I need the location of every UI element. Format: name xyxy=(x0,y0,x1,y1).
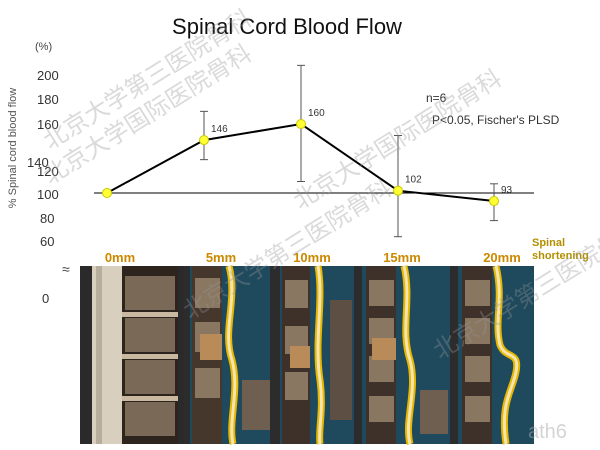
x-axis-title-line2: shortening xyxy=(532,250,589,262)
specimen-photo-5mm xyxy=(190,265,270,445)
chart-title: Spinal Cord Blood Flow xyxy=(172,14,402,39)
data-point xyxy=(489,196,499,207)
sample-size-note: n=6 xyxy=(426,91,447,105)
data-label: 146 xyxy=(211,124,228,135)
specimen-photos xyxy=(80,265,534,445)
y-tick-label: 160 xyxy=(37,117,59,132)
x-axis-title-line1: Spinal xyxy=(532,237,565,249)
category-label: 0mm xyxy=(105,250,135,265)
y-tick-label: 100 xyxy=(37,187,59,202)
data-point xyxy=(199,135,209,146)
axis-break-symbol: ≈ xyxy=(62,261,70,277)
data-point xyxy=(102,188,112,198)
data-point xyxy=(393,185,403,196)
category-label: 5mm xyxy=(206,250,236,265)
data-point xyxy=(296,119,306,129)
y-tick-label-zero: 0 xyxy=(42,291,49,306)
category-label: 10mm xyxy=(293,250,331,265)
plot-area: 146 160 102 93 xyxy=(94,64,534,238)
y-axis-unit: (%) xyxy=(35,41,52,53)
y-tick-label: 60 xyxy=(40,234,54,249)
y-tick-label: 200 xyxy=(37,68,59,83)
y-axis-ticks: 200 180 160 140 120 100 80 60 ≈ 0 xyxy=(27,68,70,306)
y-tick-label: 180 xyxy=(37,92,59,107)
specimen-photo-15mm xyxy=(362,265,450,445)
data-label: 160 xyxy=(308,108,325,119)
specimen-photo-0mm xyxy=(80,266,184,444)
category-label: 20mm xyxy=(483,250,521,265)
specimen-photo-20mm xyxy=(458,265,534,445)
specimen-photo-10mm xyxy=(280,265,354,445)
data-label: 93 xyxy=(501,185,513,196)
x-axis-title: Spinal shortening xyxy=(532,237,589,262)
y-axis-title: % Spinal cord blood flow xyxy=(7,88,19,209)
y-tick-label: 80 xyxy=(40,211,54,226)
data-label: 102 xyxy=(405,175,422,186)
category-label: 15mm xyxy=(383,250,421,265)
x-axis-categories: 0mm 5mm 10mm 15mm 20mm xyxy=(105,250,521,265)
significance-note: P<0.05, Fischer's PLSD xyxy=(432,113,560,127)
y-tick-label: 120 xyxy=(37,164,59,179)
corner-watermark: ath6 xyxy=(528,421,567,443)
y-tick-label: 140 xyxy=(27,155,49,170)
